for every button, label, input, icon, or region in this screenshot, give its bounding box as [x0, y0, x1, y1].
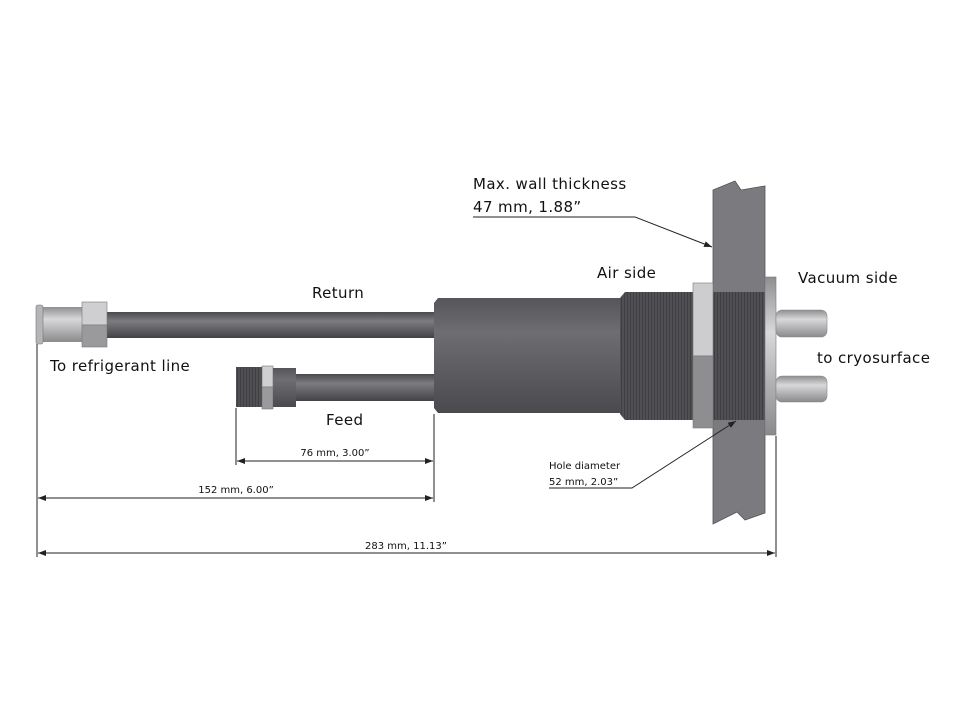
return-tube [105, 312, 435, 338]
return-label: Return [312, 284, 364, 302]
threaded-section [620, 292, 765, 420]
vacuum-side-label: Vacuum side [798, 269, 898, 287]
dimension-feed-label: 76 mm, 3.00” [300, 448, 369, 459]
wall-thickness-value: 47 mm, 1.88” [473, 198, 582, 216]
feed-fitting [236, 365, 296, 410]
dimension-return-label: 152 mm, 6.00” [198, 485, 274, 496]
flange [764, 276, 777, 436]
cryo-pin-upper [775, 309, 828, 338]
feedthrough-body [434, 298, 620, 413]
lock-nut [692, 282, 714, 429]
air-side-label: Air side [597, 264, 656, 282]
feed-label: Feed [326, 411, 363, 429]
cryosurface-label: to cryosurface [817, 349, 930, 367]
refrigerant-connector [35, 301, 108, 348]
dimension-overall-label: 283 mm, 11.13” [365, 541, 447, 552]
refrigerant-line-label: To refrigerant line [49, 357, 190, 375]
hole-diameter-value: 52 mm, 2.03” [549, 477, 618, 488]
cryo-pin-lower [775, 375, 828, 403]
feed-tube [295, 374, 435, 401]
hole-diameter-title: Hole diameter [549, 461, 621, 472]
hole-diameter-leader [549, 420, 737, 489]
wall-thickness-title: Max. wall thickness [473, 175, 627, 193]
extension-lines [36, 344, 777, 557]
wall-thickness-leader [473, 216, 713, 248]
